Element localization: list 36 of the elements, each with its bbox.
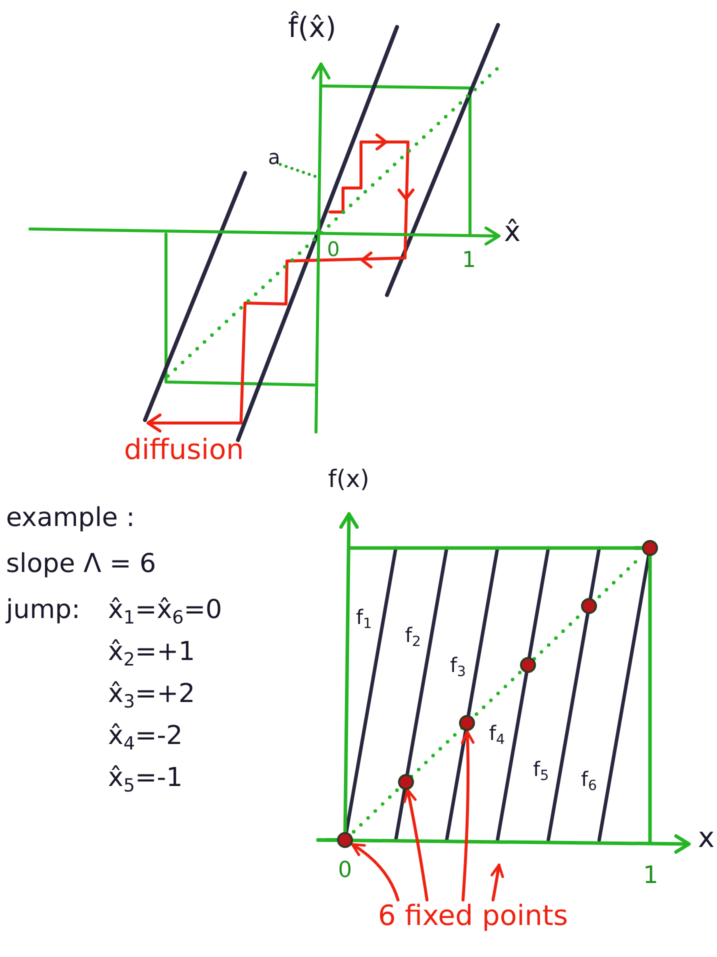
tick-label: 1 xyxy=(643,862,658,890)
fixed-point-dot xyxy=(459,715,475,732)
note-text: slope Λ = 6 xyxy=(6,550,156,580)
fixed-point-dot xyxy=(520,656,536,673)
curve-label: f$_{1}$ xyxy=(356,606,372,629)
curve-label: f$_{4}$ xyxy=(489,722,505,745)
note-text: x̂$_{1}$=x̂$_{6}$=0 xyxy=(108,596,222,626)
leader-arrow xyxy=(490,864,504,902)
note-text: x̂$_{3}$=+2 xyxy=(108,680,196,710)
note-text: example : xyxy=(6,504,135,534)
curve-label: f$_{3}$ xyxy=(450,654,466,677)
note-text: x̂$_{2}$=+1 xyxy=(108,638,196,668)
fixed-point-dot xyxy=(337,832,353,848)
note-text: x̂$_{4}$=-2 xyxy=(108,722,183,752)
tick-label: 1 xyxy=(462,248,476,274)
note-text: jump: xyxy=(6,596,80,626)
point-label: a xyxy=(268,146,280,169)
leader-arrow xyxy=(460,730,474,902)
annotation-text: diffusion xyxy=(124,434,244,466)
axis-label: f(x) xyxy=(328,466,370,494)
axis-label: x xyxy=(698,822,715,854)
leader-line xyxy=(278,162,318,178)
curve-label: f$_{2}$ xyxy=(405,624,421,647)
curve-label: f$_{6}$ xyxy=(581,768,597,791)
tick-label: 0 xyxy=(327,238,340,261)
curve-label: f$_{5}$ xyxy=(533,758,549,781)
axis-label: x̂ xyxy=(504,216,521,248)
note-text: x̂$_{5}$=-1 xyxy=(108,764,183,794)
axis-label: f̂(x̂) xyxy=(288,12,336,44)
fixed-point-dot xyxy=(398,774,414,790)
annotation-text: 6 fixed points xyxy=(378,900,568,932)
tick-label: 0 xyxy=(338,858,352,884)
fixed-point-dot xyxy=(581,598,597,614)
leader-arrow xyxy=(350,842,400,902)
leader-arrow xyxy=(403,788,428,902)
fixed-point-dot xyxy=(642,540,658,556)
